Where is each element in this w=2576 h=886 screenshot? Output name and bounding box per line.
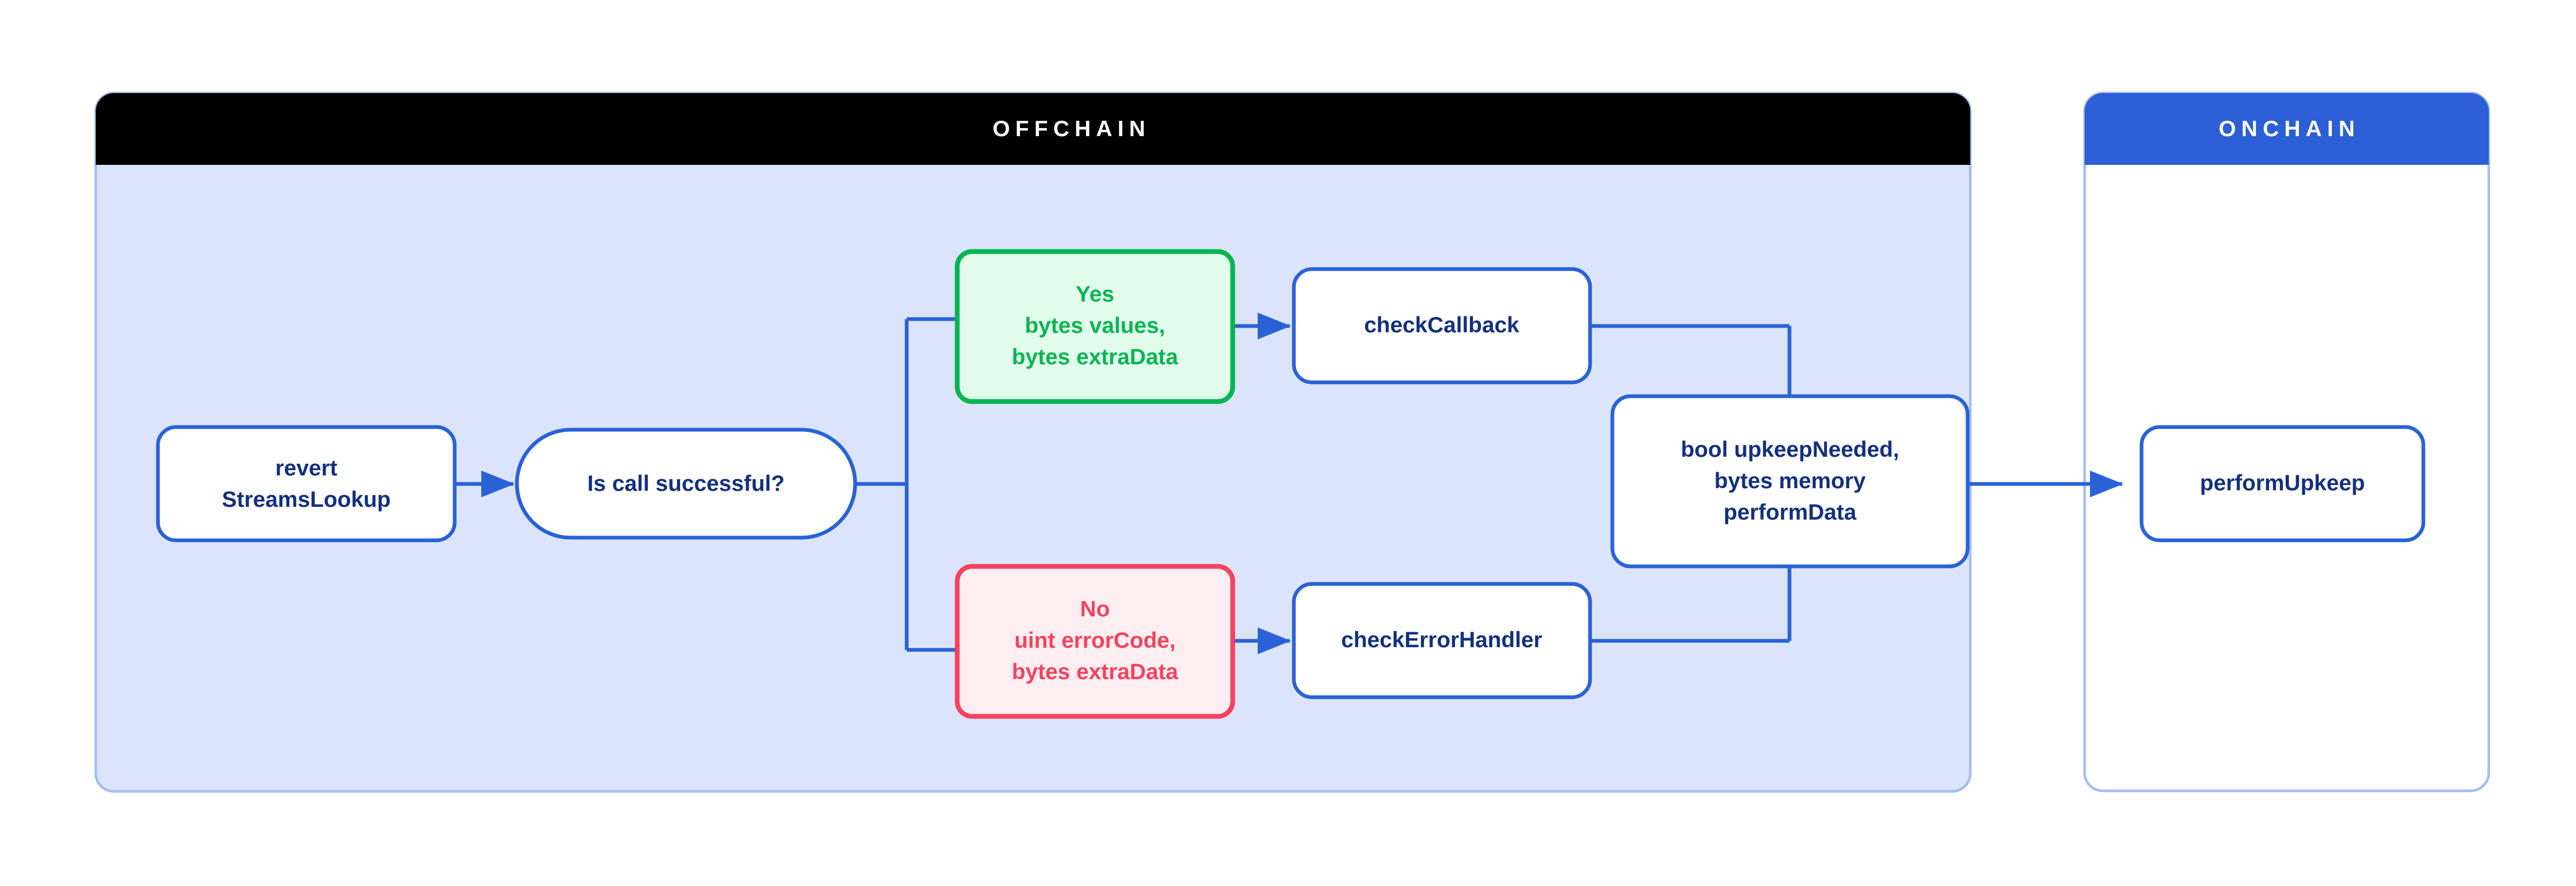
onchain-panel-title: ONCHAIN bbox=[2219, 116, 2360, 141]
is-call-successful-label: Is call successful? bbox=[587, 471, 784, 496]
no-branch-shape bbox=[955, 564, 1235, 719]
no-branch-node[interactable]: No uint errorCode, bytes extraData bbox=[955, 564, 1235, 719]
no-branch-label-line-3: bytes extraData bbox=[1012, 659, 1178, 684]
check-callback-node[interactable]: checkCallback bbox=[1292, 267, 1592, 385]
perform-upkeep-node[interactable]: performUpkeep bbox=[2139, 425, 2426, 542]
check-error-handler-shape bbox=[1292, 582, 1592, 699]
yes-branch-label-line-2: bytes values, bbox=[1025, 313, 1165, 338]
upkeep-result-label-line-2: bytes memory bbox=[1714, 468, 1866, 493]
upkeep-result-node[interactable]: bool upkeepNeeded, bytes memory performD… bbox=[1610, 394, 1970, 569]
upkeep-result-shape bbox=[1610, 394, 1970, 569]
perform-upkeep-shape bbox=[2139, 425, 2426, 542]
check-error-handler-label: checkErrorHandler bbox=[1341, 627, 1542, 652]
yes-branch-shape bbox=[955, 249, 1235, 404]
offchain-panel-header bbox=[96, 93, 1970, 165]
is-call-successful-node[interactable]: Is call successful? bbox=[515, 428, 857, 540]
check-callback-shape bbox=[1292, 267, 1592, 385]
yes-branch-label-line-1: Yes bbox=[1076, 281, 1114, 306]
revert-streams-lookup-node[interactable]: revert StreamsLookup bbox=[156, 425, 457, 542]
offchain-panel-title: OFFCHAIN bbox=[993, 116, 1151, 141]
is-call-successful-shape bbox=[515, 428, 857, 540]
upkeep-result-label-line-3: performData bbox=[1724, 499, 1856, 524]
no-branch-label-line-1: No bbox=[1080, 596, 1110, 621]
check-callback-label: checkCallback bbox=[1364, 312, 1519, 337]
revert-streams-lookup-shape bbox=[156, 425, 457, 542]
yes-branch-label-line-3: bytes extraData bbox=[1012, 344, 1178, 369]
upkeep-result-label-line-1: bool upkeepNeeded, bbox=[1681, 437, 1900, 462]
revert-streams-lookup-label-line-2: StreamsLookup bbox=[222, 487, 390, 512]
perform-upkeep-label: performUpkeep bbox=[2200, 470, 2365, 495]
no-branch-label-line-2: uint errorCode, bbox=[1014, 628, 1175, 653]
revert-streams-lookup-label-line-1: revert bbox=[275, 455, 338, 480]
onchain-panel-header bbox=[2085, 93, 2489, 165]
yes-branch-node[interactable]: Yes bytes values, bytes extraData bbox=[955, 249, 1235, 404]
check-error-handler-node[interactable]: checkErrorHandler bbox=[1292, 582, 1592, 699]
